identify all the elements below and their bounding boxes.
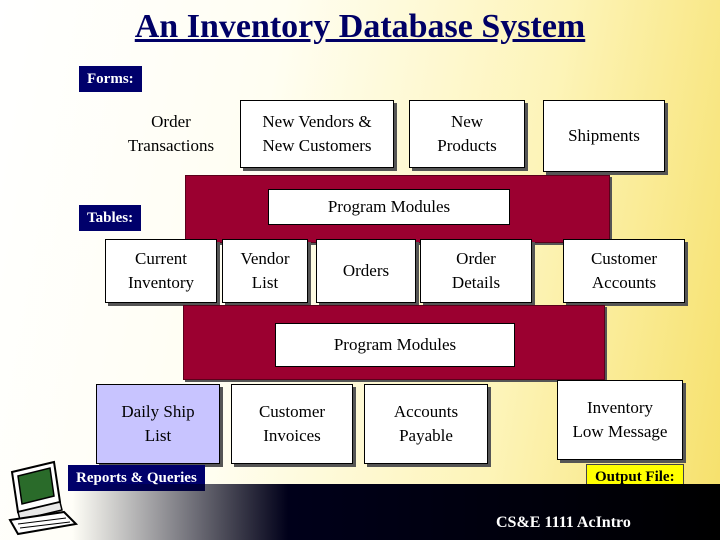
report-customer-invoices: Customer Invoices [231, 384, 353, 464]
form-shipments: Shipments [543, 100, 665, 172]
computer-icon [8, 460, 79, 536]
program-modules-top: Program Modules [268, 189, 510, 225]
tables-tag: Tables: [79, 205, 142, 231]
page-title: An Inventory Database System [134, 8, 586, 45]
report-daily-ship-list: Daily Ship List [96, 384, 220, 464]
program-modules-bottom: Program Modules [275, 323, 515, 367]
report-accounts-payable: Accounts Payable [364, 384, 488, 464]
form-new-products: New Products [409, 100, 525, 168]
table-current-inventory: Current Inventory [105, 239, 217, 303]
output-inventory-low-message: Inventory Low Message [557, 380, 683, 460]
reports-queries-tag: Reports & Queries [68, 465, 205, 491]
footer-course-label: CS&E 1111 AcIntro [496, 514, 631, 531]
form-order-transactions: Order Transactions [127, 112, 215, 155]
table-orders: Orders [316, 239, 416, 303]
table-vendor-list: Vendor List [222, 239, 308, 303]
form-new-vendors-customers: New Vendors & New Customers [240, 100, 394, 168]
table-order-details: Order Details [420, 239, 532, 303]
footer-bar [0, 484, 720, 540]
table-customer-accounts: Customer Accounts [563, 239, 685, 303]
forms-tag: Forms: [79, 66, 142, 92]
